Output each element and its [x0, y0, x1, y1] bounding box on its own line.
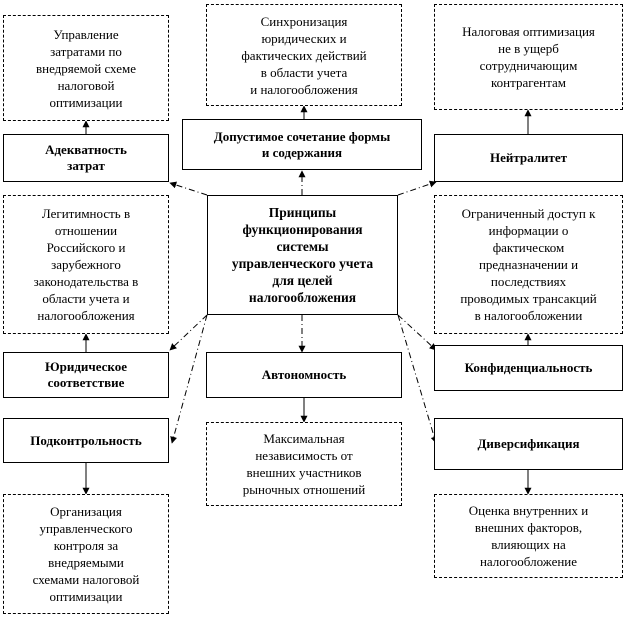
description-diversification-text: Оценка внутренних и внешних факторов, вл…: [468, 503, 589, 569]
center-principles-box: Принципы функционирования системы управл…: [207, 195, 398, 315]
principle-controllability-label: Подконтрольность: [30, 432, 142, 448]
connector-center-to-adequacy: [169, 181, 208, 196]
description-autonomy: Максимальная независимость от внешних уч…: [206, 422, 402, 506]
description-controllability: Организация управленческого контроля за …: [3, 494, 169, 614]
connector-center-to-controllability: [170, 314, 208, 444]
principle-neutrality: Нейтралитет: [434, 134, 623, 182]
principle-legal: Юридическое соответствие: [3, 352, 169, 398]
description-legal: Легитимность в отношении Российского и з…: [3, 195, 169, 334]
principle-form-content-label: Допустимое сочетание формы и содержания: [213, 128, 391, 160]
description-form-content-text: Синхронизация юридических и фактических …: [241, 13, 367, 97]
connector-center-to-neutrality: [397, 180, 437, 196]
connector-center-to-legal: [169, 314, 208, 351]
description-neutrality-text: Налоговая оптимизация не в ущерб сотрудн…: [462, 24, 595, 90]
principle-confidentiality-label: Конфиденциальность: [464, 360, 593, 375]
principle-autonomy-label: Автономность: [261, 367, 347, 382]
description-autonomy-text: Максимальная независимость от внешних уч…: [242, 431, 366, 497]
description-neutrality: Налоговая оптимизация не в ущерб сотрудн…: [434, 4, 623, 110]
principle-controllability: Подконтрольность: [3, 418, 169, 463]
description-confidentiality: Ограниченный доступ к информации о факти…: [434, 195, 623, 334]
principle-diversification: Диверсификация: [434, 418, 623, 470]
center-principles-label: Принципы функционирования системы управл…: [231, 205, 374, 305]
principle-legal-label: Юридическое соответствие: [44, 359, 128, 390]
connector-center-to-confidentiality: [397, 314, 437, 351]
principle-form-content: Допустимое сочетание формы и содержания: [182, 119, 422, 170]
principle-adequacy: Адекватность затрат: [3, 134, 169, 182]
principle-adequacy-label: Адекватность затрат: [45, 142, 127, 173]
description-controllability-text: Организация управленческого контроля за …: [32, 504, 140, 604]
principle-autonomy: Автономность: [206, 352, 402, 398]
description-form-content: Синхронизация юридических и фактических …: [206, 4, 402, 106]
principle-confidentiality: Конфиденциальность: [434, 345, 623, 391]
description-adequacy: Управление затратами по внедряемой схеме…: [3, 15, 169, 121]
principle-diversification-label: Диверсификация: [477, 436, 580, 451]
description-diversification: Оценка внутренних и внешних факторов, вл…: [434, 494, 623, 578]
description-adequacy-text: Управление затратами по внедряемой схеме…: [35, 26, 137, 110]
description-confidentiality-text: Ограниченный доступ к информации о факти…: [460, 206, 597, 323]
connector-center-to-diversification: [397, 314, 438, 444]
principle-neutrality-label: Нейтралитет: [489, 150, 568, 165]
description-legal-text: Легитимность в отношении Российского и з…: [33, 206, 139, 323]
